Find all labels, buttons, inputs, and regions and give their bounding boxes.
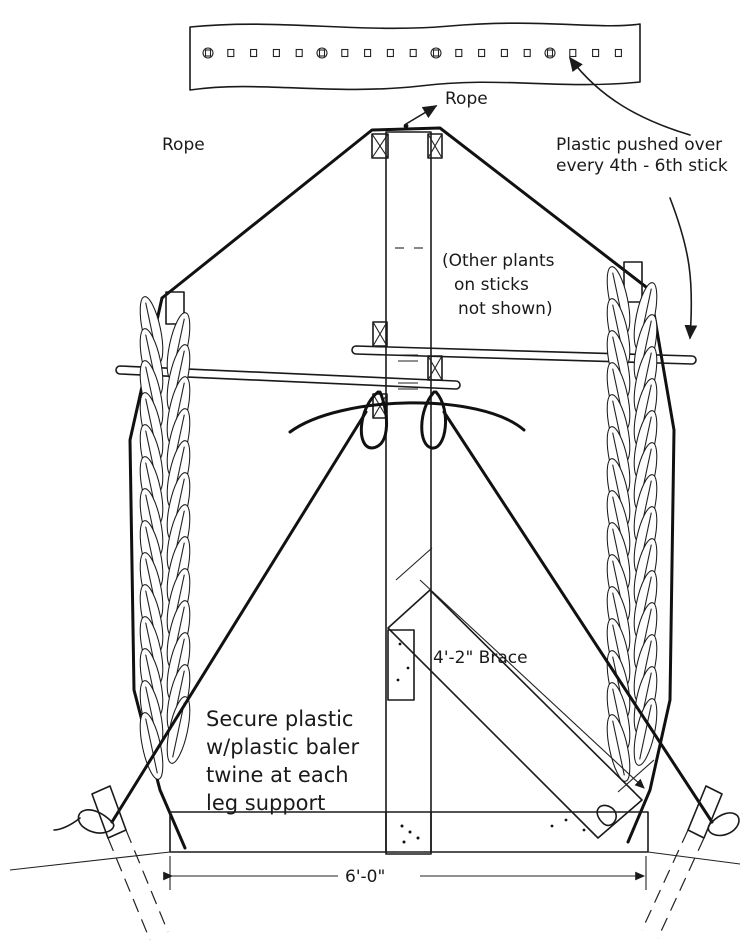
arrow-icon <box>669 197 698 340</box>
rope-top-label: Rope <box>445 89 488 109</box>
cross-sticks <box>115 261 697 390</box>
ground-stake-icon <box>91 785 723 941</box>
diagonal-brace <box>387 547 655 839</box>
other-plants-label-1: (Other plants <box>442 251 555 271</box>
width-dimension-line <box>163 856 647 890</box>
center-post <box>371 131 443 855</box>
width-dimension-label: 6'-0" <box>345 867 385 887</box>
other-plants-label-3: not shown) <box>458 299 553 319</box>
arrow-icon <box>569 56 691 136</box>
plastic-pushed-label-2: every 4th - 6th stick <box>556 156 728 176</box>
arrow-icon <box>405 105 438 125</box>
rope-left-label: Rope <box>162 135 205 155</box>
secure-label-2: w/plastic baler <box>206 735 359 759</box>
stick-hole-icon <box>202 47 622 59</box>
plastic-pushed-label-1: Plastic pushed over <box>556 135 722 155</box>
support-ropes <box>53 390 740 837</box>
secure-label-4: leg support <box>206 791 325 815</box>
rope-knot-icon <box>403 123 409 129</box>
brace-label: 4'-2" Brace <box>433 648 528 668</box>
rope-frame <box>128 105 676 850</box>
other-plants-label-2: on sticks <box>454 275 529 295</box>
plastic-sheet-strip <box>189 22 641 91</box>
base-rail <box>9 811 741 871</box>
leaf-bundle-icon <box>606 266 658 782</box>
leaf-bundle-icon <box>139 296 191 780</box>
secure-label-1: Secure plastic <box>206 707 353 731</box>
secure-label-3: twine at each <box>206 763 349 787</box>
